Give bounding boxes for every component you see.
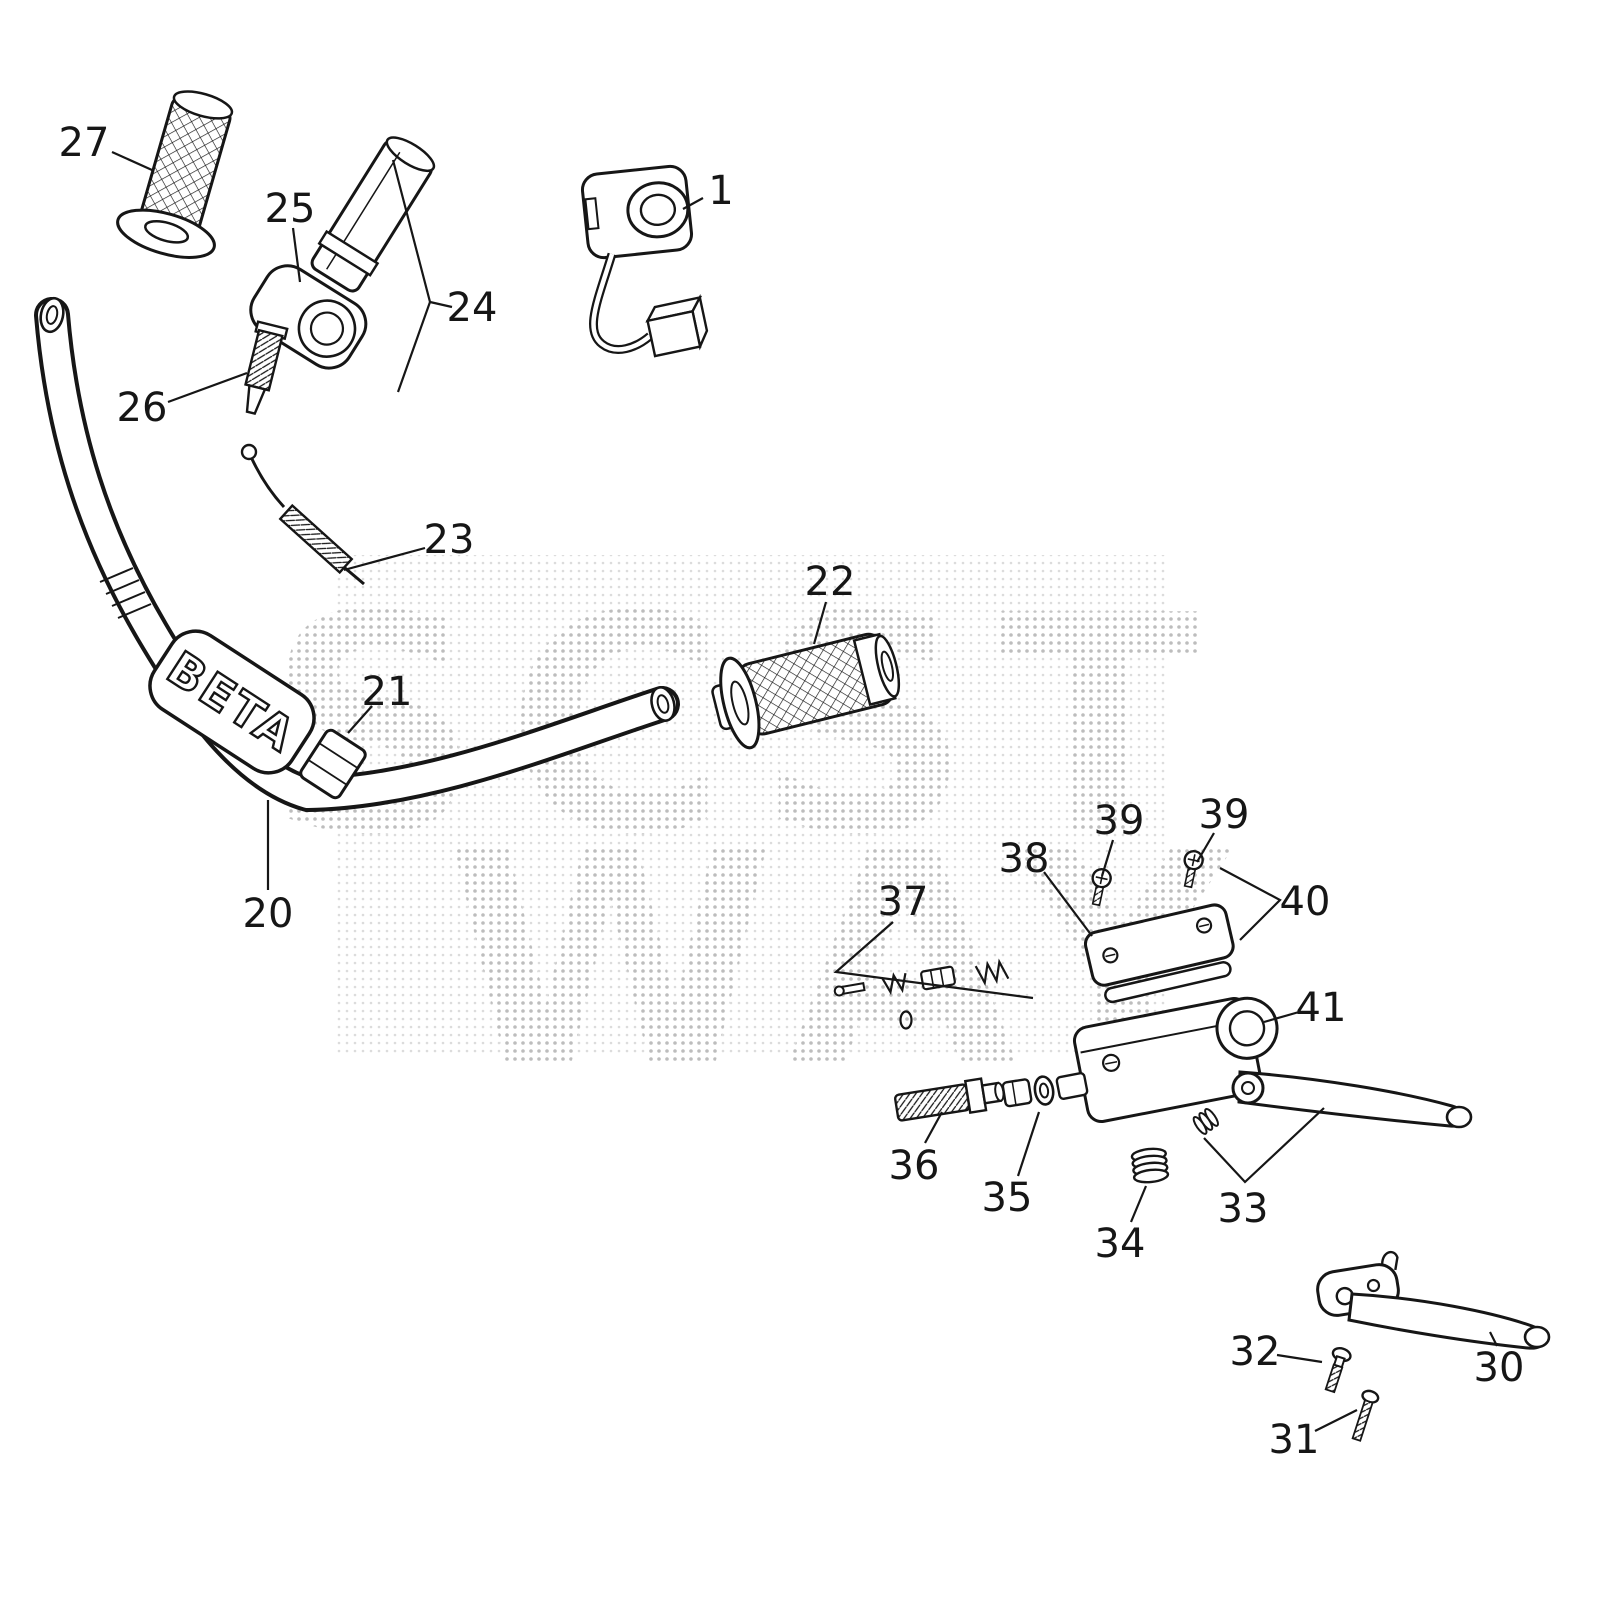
callout-25: 25 [265, 186, 316, 232]
watermark-halftone-field [335, 555, 1165, 1055]
part-39-screw-b [1183, 849, 1204, 889]
handlebar-pad: BETA [148, 629, 316, 775]
callout-39b: 39 [1199, 792, 1250, 838]
callout-20: 20 [243, 891, 294, 937]
callout-1: 1 [708, 168, 733, 214]
callout-40: 40 [1280, 879, 1331, 925]
part-31-screw [1351, 1389, 1380, 1442]
callout-22: 22 [805, 559, 856, 605]
callout-34: 34 [1095, 1221, 1146, 1267]
callout-37: 37 [878, 879, 929, 925]
part-26-cable-adjuster [244, 320, 289, 416]
callout-36: 36 [889, 1143, 940, 1189]
lever-return-spring [1192, 1107, 1219, 1135]
callout-41: 41 [1296, 985, 1347, 1031]
part-36-hose-fitting [893, 1077, 1005, 1122]
handlebar-knurl-marks [99, 567, 152, 619]
callout-24: 24 [447, 285, 498, 331]
callout-38: 38 [999, 836, 1050, 882]
part-41-master-cylinder [1072, 996, 1473, 1135]
o-ring [899, 1010, 913, 1030]
callout-31: 31 [1269, 1417, 1320, 1463]
part-34-spring [1130, 1147, 1170, 1184]
leader-lines [111, 150, 1498, 1432]
watermark: SCST WAY [266, 552, 1231, 1136]
part-37-piston-kit [833, 958, 1010, 1030]
callout-32: 32 [1230, 1329, 1281, 1375]
part-22-right-grip [711, 632, 901, 750]
callout-30: 30 [1474, 1345, 1525, 1391]
callout-35: 35 [982, 1175, 1033, 1221]
callout-39a: 39 [1094, 798, 1145, 844]
callout-labels: 27 25 1 24 26 23 22 21 20 39 39 38 40 37… [59, 120, 1525, 1463]
part-23-throttle-cable [240, 443, 365, 586]
part-38-reservoir-cap [1083, 903, 1235, 1004]
callout-27: 27 [59, 120, 110, 166]
callout-23: 23 [424, 517, 475, 563]
part-30-clutch-lever [1316, 1250, 1551, 1350]
callout-33: 33 [1218, 1186, 1269, 1232]
part-1-switch-assembly [580, 164, 709, 358]
part-35-washer [1001, 1075, 1055, 1108]
part-27-left-grip [116, 90, 234, 259]
cylinder-port-stub [1055, 1072, 1089, 1100]
switch-connector [645, 294, 709, 358]
part-24-throttle-tube [310, 136, 436, 393]
part-32-pivot-screw [1324, 1347, 1352, 1394]
callout-21: 21 [362, 669, 413, 715]
part-25-throttle-clamp [249, 264, 368, 370]
callout-26: 26 [117, 385, 168, 431]
part-21-bushing [299, 728, 367, 800]
